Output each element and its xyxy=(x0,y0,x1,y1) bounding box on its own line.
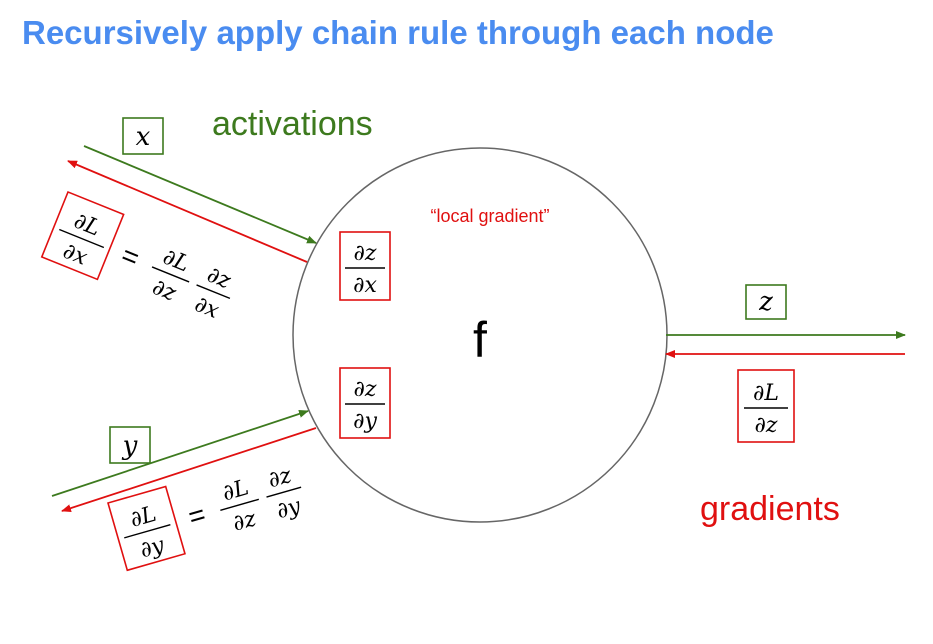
svg-text:∂z: ∂z xyxy=(354,377,377,402)
svg-text:∂z: ∂z xyxy=(265,463,294,493)
input-y-box: y xyxy=(109,426,151,464)
local-gradient-label: “local gradient” xyxy=(430,206,549,226)
input-x-box: x xyxy=(122,117,164,155)
svg-text:∂z: ∂z xyxy=(755,413,778,438)
svg-text:∂x: ∂x xyxy=(353,273,377,298)
upstream-gradient-dl-dz: ∂L ∂z xyxy=(737,369,795,443)
slide-title: Recursively apply chain rule through eac… xyxy=(22,14,774,51)
svg-text:∂L: ∂L xyxy=(220,475,252,506)
svg-text:∂z: ∂z xyxy=(230,506,259,536)
activations-label: activations xyxy=(212,105,373,143)
svg-text:∂L: ∂L xyxy=(127,502,159,533)
svg-text:∂y: ∂y xyxy=(274,493,304,524)
chain-rule-x: ∂L ∂x = ∂L ∂z ∂z ∂x xyxy=(40,190,234,324)
svg-text:∂y: ∂y xyxy=(137,533,167,564)
gradient-arrow-x xyxy=(67,160,308,263)
activation-arrow-x xyxy=(83,145,317,244)
local-gradient-dz-dx: ∂z ∂x xyxy=(339,231,391,301)
gradients-label: gradients xyxy=(700,490,840,528)
svg-text:x: x xyxy=(136,122,151,152)
svg-text:y: y xyxy=(122,431,138,461)
svg-text:z: z xyxy=(758,287,773,317)
svg-text:∂z: ∂z xyxy=(354,241,377,266)
svg-text:∂x: ∂x xyxy=(191,292,223,324)
activation-arrow-y xyxy=(51,410,309,497)
svg-text:∂z: ∂z xyxy=(149,275,180,307)
local-gradient-dz-dy: ∂z ∂y xyxy=(339,367,391,439)
chain-rule-y: ∂L ∂y = ∂L ∂z ∂z ∂y xyxy=(107,463,304,572)
gradient-arrow-y xyxy=(61,427,317,513)
svg-text:∂y: ∂y xyxy=(353,409,377,434)
svg-text:∂L: ∂L xyxy=(753,381,779,406)
output-z-box: z xyxy=(745,284,787,320)
svg-text:=: = xyxy=(117,239,144,274)
svg-text:=: = xyxy=(185,498,209,532)
node-label: f xyxy=(473,312,487,368)
